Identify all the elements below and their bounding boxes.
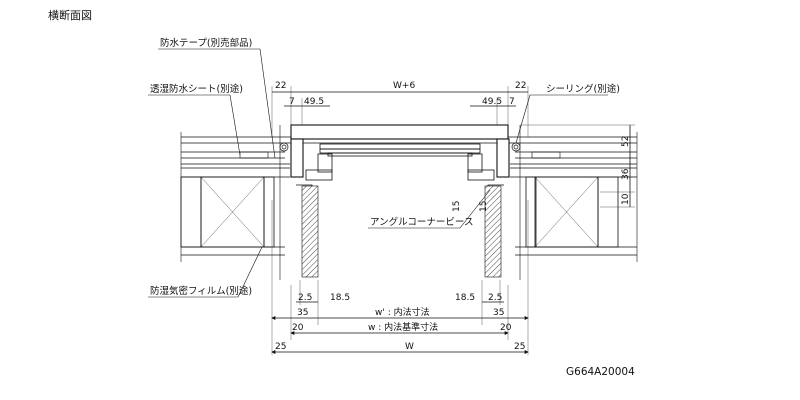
- dim-bottom-2-5-left: 2.5: [298, 293, 312, 303]
- dim-bottom-18-5-right: 18.5: [455, 293, 475, 303]
- label-waterproof-tape: 防水テープ(別売部品): [160, 37, 252, 49]
- dim-right-7: 7: [509, 97, 515, 107]
- dim-bottom-2-5-right: 2.5: [488, 293, 502, 303]
- dim-right-49-5: 49.5: [482, 97, 502, 107]
- dim-top-right-22: 22: [515, 81, 526, 91]
- dim-right-10: 10: [621, 193, 631, 205]
- dim-bottom-w-base: w : 内法基準寸法: [368, 321, 438, 333]
- dim-left-7: 7: [289, 97, 295, 107]
- label-breathable-sheet: 透湿防水シート(別途): [150, 83, 243, 95]
- dim-bottom-W: W: [405, 342, 414, 352]
- dim-left-49-5: 49.5: [304, 97, 324, 107]
- dim-bottom-35-left: 35: [297, 308, 308, 318]
- dim-bottom-35-right: 35: [493, 308, 504, 318]
- dim-bottom-18-5-left: 18.5: [330, 293, 350, 303]
- drawing-title: 横断面図: [48, 8, 92, 22]
- top-dimensions: [271, 86, 529, 137]
- dim-top-left-22: 22: [275, 81, 286, 91]
- interior-trim: [301, 185, 502, 278]
- dim-center-15-left: 15: [452, 201, 462, 212]
- dim-top-w6: W+6: [393, 81, 415, 91]
- dim-right-52: 52: [621, 136, 631, 147]
- label-sealing: シーリング(別途): [546, 83, 620, 95]
- dim-bottom-w-inner: w' : 内法寸法: [375, 306, 430, 318]
- drawing-code: G664A20004: [566, 366, 635, 378]
- dim-bottom-20-right: 20: [500, 323, 512, 333]
- label-vapor-film: 防湿気密フィルム(別途): [150, 285, 252, 297]
- wall-structure: [180, 132, 638, 262]
- dim-bottom-25-left: 25: [275, 342, 286, 352]
- window-frame: [279, 124, 521, 280]
- sealing-circles: [279, 142, 521, 152]
- dim-bottom-25-right: 25: [514, 342, 525, 352]
- callout-lines: [148, 48, 608, 298]
- right-dimensions: [520, 124, 635, 208]
- dim-center-15-right: 15: [479, 201, 489, 212]
- dim-right-36: 36: [621, 168, 631, 180]
- dim-bottom-20-left: 20: [292, 323, 304, 333]
- bottom-dimensions: [271, 200, 529, 355]
- label-angle-corner-bead: アングルコーナービース: [370, 216, 473, 228]
